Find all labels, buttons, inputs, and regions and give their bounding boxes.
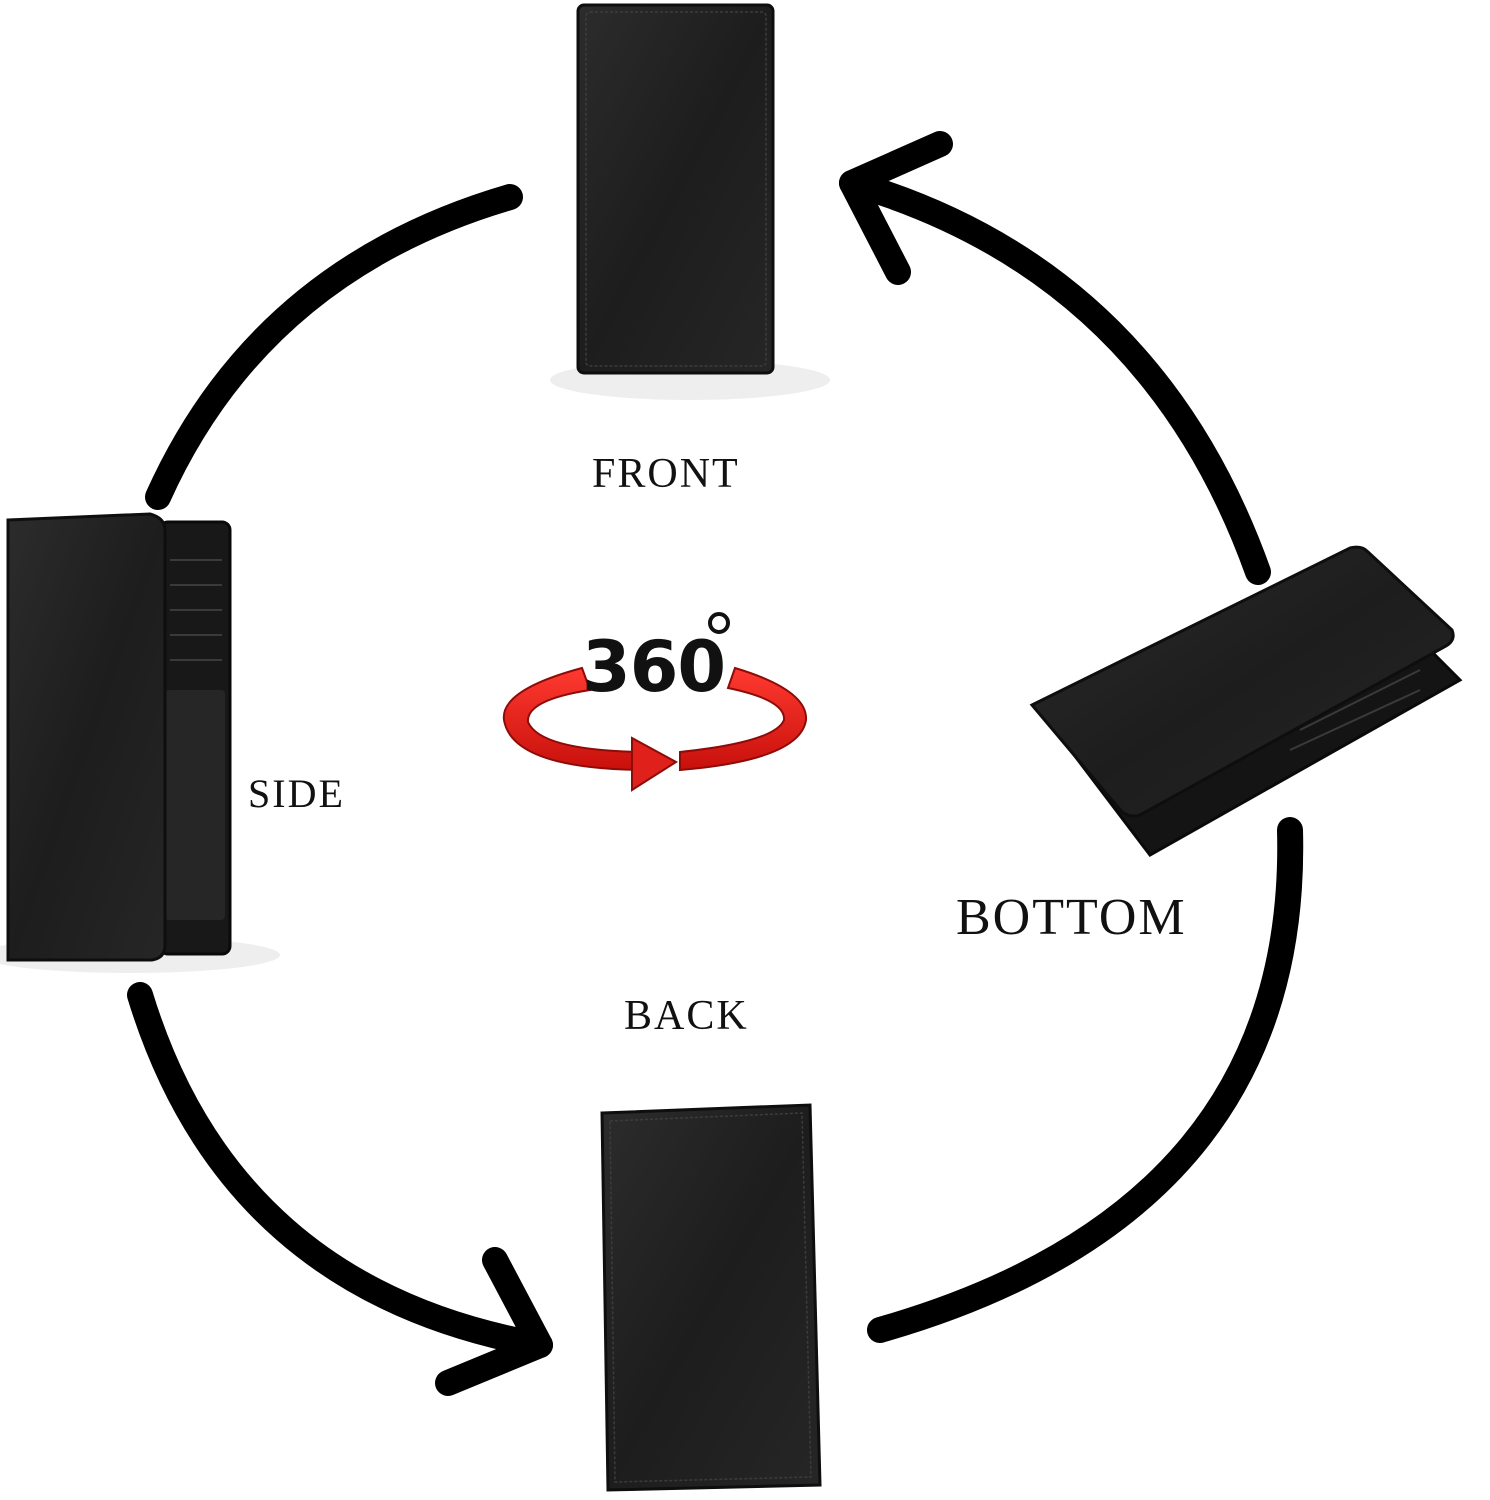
rotation-arrows	[127, 131, 1304, 1396]
arc-side-to-front	[145, 184, 523, 510]
wallet-bottom-image	[1029, 545, 1463, 857]
wallet-side-image	[0, 512, 280, 973]
arc-bottom-to-front	[839, 170, 1271, 585]
side-label: SIDE	[248, 771, 345, 816]
front-label: FRONT	[592, 451, 740, 497]
arc-bottom-to-back	[867, 817, 1304, 1343]
rotate-360-icon	[502, 666, 808, 792]
degree-symbol-icon	[708, 612, 730, 634]
arrowhead-back-icon	[435, 1247, 553, 1396]
wallet-back-image	[600, 1103, 822, 1492]
wallet-front-image	[550, 3, 830, 400]
arrowhead-360-icon	[631, 736, 678, 792]
back-label: BACK	[624, 993, 749, 1039]
arrowhead-front-icon	[839, 131, 953, 285]
rotation-degrees: 360	[582, 626, 726, 708]
arc-side-to-back	[127, 982, 553, 1358]
bottom-label: BOTTOM	[956, 889, 1187, 946]
